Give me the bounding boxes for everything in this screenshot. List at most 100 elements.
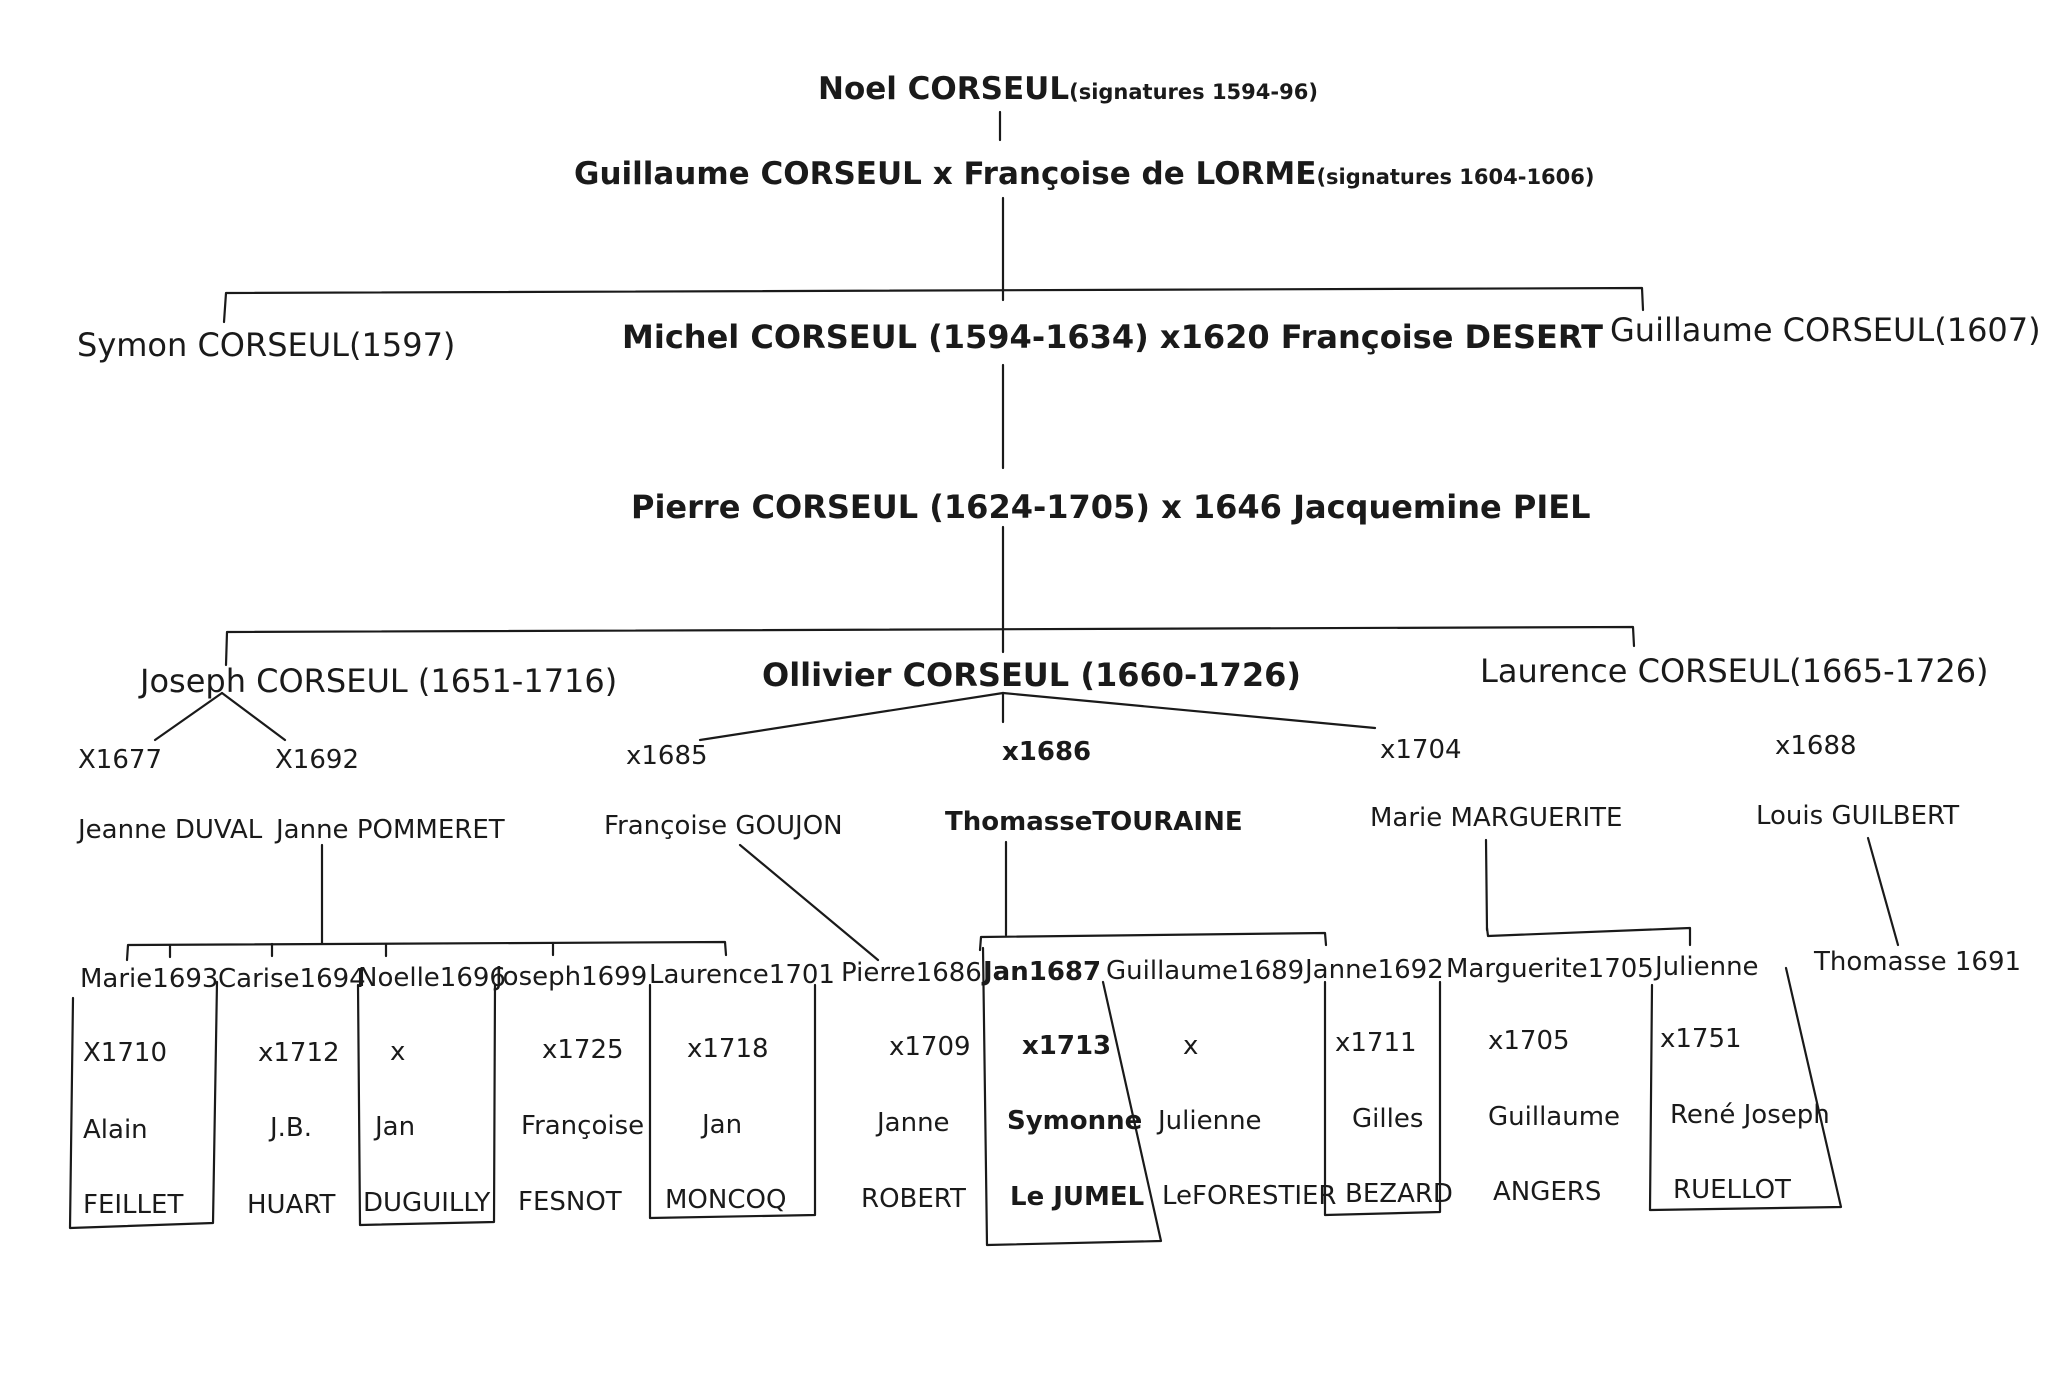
child-joseph1699: Joseph1699 x1725 Françoise FESNOT (493, 962, 647, 1217)
gen4-couple: Pierre CORSEUL (1624-1705) x 1646 Jacque… (631, 488, 1590, 526)
gen5-joseph: Joseph CORSEUL (1651-1716) (138, 662, 617, 700)
child-name: Pierre1686 (841, 958, 982, 988)
gen3-center: Michel CORSEUL (1594-1634) x1620 Françoi… (622, 318, 1603, 356)
child-spouse-first: Julienne (1156, 1106, 1262, 1136)
marriage-spouse: ThomasseTOURAINE (945, 807, 1243, 837)
child-marriage: x1713 (1022, 1031, 1111, 1061)
gen3-right: Guillaume CORSEUL(1607) (1610, 311, 2041, 349)
goujon-child-line (738, 843, 880, 962)
marriage-spouse: Jeanne DUVAL (76, 815, 263, 845)
child-spouse-first: Françoise (521, 1111, 644, 1141)
guilbert-child-line (1866, 836, 1900, 947)
child-spouse-last: LeFORESTIER (1162, 1181, 1336, 1211)
child-spouse-last: ANGERS (1493, 1177, 1601, 1207)
child-marguerite1705: Marguerite1705 x1705 Guillaume ANGERS (1446, 954, 1654, 1207)
child-spouse-last: DUGUILLY (363, 1188, 490, 1218)
marriages: X1677 Jeanne DUVAL X1692 Janne POMMERET … (76, 731, 1959, 845)
gen3-left: Symon CORSEUL(1597) (77, 326, 455, 364)
marriage-year: X1677 (78, 745, 162, 775)
child-marriage: x1712 (258, 1038, 340, 1068)
child-marie1693: Marie1693 X1710 Alain FEILLET (80, 964, 218, 1220)
child-spouse-last: RUELLOT (1673, 1175, 1791, 1205)
child-spouse-first: Jan (700, 1110, 742, 1140)
child-spouse-last: FESNOT (518, 1187, 622, 1217)
child-spouse-last: FEILLET (83, 1190, 183, 1220)
child-spouse-first: René Joseph (1670, 1100, 1830, 1130)
box-jan1687 (981, 946, 1163, 1247)
marriage-year: x1685 (626, 741, 708, 771)
child-name: Marguerite1705 (1446, 954, 1654, 984)
child-name: Janne1692 (1303, 955, 1444, 985)
child-guillaume1689: Guillaume1689 x Julienne LeFORESTIER (1106, 956, 1336, 1211)
gen2-note: (signatures 1604-1606) (1316, 165, 1594, 189)
connector-lines (68, 110, 1900, 1247)
child-spouse-first: Jan (373, 1112, 415, 1142)
touraine-children-bracket (978, 931, 1328, 952)
joseph-marriage-2-line (220, 691, 287, 742)
child-name: Julienne (1653, 952, 1759, 982)
marguerite-children-line (1484, 838, 1489, 932)
box-janne1692 (1323, 980, 1442, 1217)
child-marriage: X1710 (83, 1038, 167, 1068)
child-pierre1686: Pierre1686 x1709 Janne ROBERT (841, 958, 982, 1214)
marriage-year: x1688 (1775, 731, 1857, 761)
child-marriage: x1709 (889, 1032, 971, 1062)
child-marriage: x (1183, 1031, 1198, 1061)
child-name: Guillaume1689 (1106, 956, 1304, 986)
box-laurence1701 (648, 983, 817, 1220)
child-name: Thomasse 1691 (1813, 947, 2021, 977)
marriage-spouse: Françoise GOUJON (604, 811, 843, 841)
gen2-couple-text: Guillaume CORSEUL x Françoise de LORME (574, 156, 1316, 192)
gen2-couple: Guillaume CORSEUL x Françoise de LORME(s… (574, 156, 1595, 192)
joseph-marriage-1-line (153, 691, 224, 742)
grandchildren: Marie1693 X1710 Alain FEILLET Carise1694… (80, 947, 2021, 1220)
child-marriage: x1751 (1660, 1024, 1742, 1054)
child-jan1687: Jan1687 x1713 Symonne Le JUMEL (981, 957, 1144, 1212)
child-name: Marie1693 (80, 964, 218, 994)
child-julienne: Julienne x1751 René Joseph RUELLOT (1653, 952, 1830, 1205)
child-spouse-last: BEZARD (1345, 1179, 1453, 1209)
ollivier-marriage-1-line (698, 691, 1005, 742)
child-name: Joseph1699 (493, 962, 647, 992)
marriage-year: x1704 (1380, 735, 1462, 765)
marriage-spouse: Janne POMMERET (274, 815, 505, 845)
child-laurence1701: Laurence1701 x1718 Jan MONCOQ (649, 960, 835, 1215)
marriage-year: X1692 (275, 745, 359, 775)
marriage-year: x1686 (1002, 737, 1091, 767)
marriage-spouse: Marie MARGUERITE (1370, 803, 1622, 833)
root-note: (signatures 1594-96) (1069, 80, 1318, 104)
child-spouse-first: Gilles (1352, 1104, 1423, 1134)
child-marriage: x1718 (687, 1034, 769, 1064)
child-carise1694: Carise1694 x1712 J.B. HUART (218, 964, 366, 1220)
box-noelle1696 (356, 983, 497, 1227)
child-name: Carise1694 (218, 964, 366, 994)
child-name: Jan1687 (981, 957, 1101, 987)
child-marriage: x (390, 1037, 405, 1067)
gen3-bracket (222, 286, 1645, 324)
child-name: Noelle1696 (358, 963, 506, 993)
box-julienne (1648, 966, 1843, 1212)
child-spouse-last: Le JUMEL (1010, 1182, 1144, 1212)
gen5-laurence: Laurence CORSEUL(1665-1726) (1480, 652, 1989, 690)
child-spouse-first: Alain (83, 1115, 148, 1145)
root-name: Noel CORSEUL(signatures 1594-96) (818, 71, 1318, 107)
child-spouse-first: Janne (875, 1108, 950, 1138)
child-noelle1696: Noelle1696 x Jan DUGUILLY (358, 963, 506, 1218)
child-thomasse1691: Thomasse 1691 (1813, 947, 2021, 977)
marriage-spouse: Louis GUILBERT (1756, 801, 1959, 831)
child-spouse-last: ROBERT (861, 1184, 966, 1214)
root-name-text: Noel CORSEUL (818, 71, 1069, 107)
child-spouse-first: Guillaume (1488, 1102, 1620, 1132)
gen5-ollivier: Ollivier CORSEUL (1660-1726) (762, 656, 1301, 694)
marguerite-children-bracket (1485, 926, 1692, 947)
gen5-bracket (224, 625, 1636, 667)
box-marie1693 (68, 980, 219, 1230)
child-spouse-first: J.B. (268, 1113, 312, 1143)
child-spouse-last: MONCOQ (665, 1185, 786, 1215)
child-marriage: x1725 (542, 1035, 624, 1065)
child-janne1692: Janne1692 x1711 Gilles BEZARD (1303, 955, 1453, 1209)
child-name: Laurence1701 (649, 960, 835, 990)
child-marriage: x1711 (1335, 1028, 1417, 1058)
child-spouse-first: Symonne (1007, 1106, 1142, 1136)
